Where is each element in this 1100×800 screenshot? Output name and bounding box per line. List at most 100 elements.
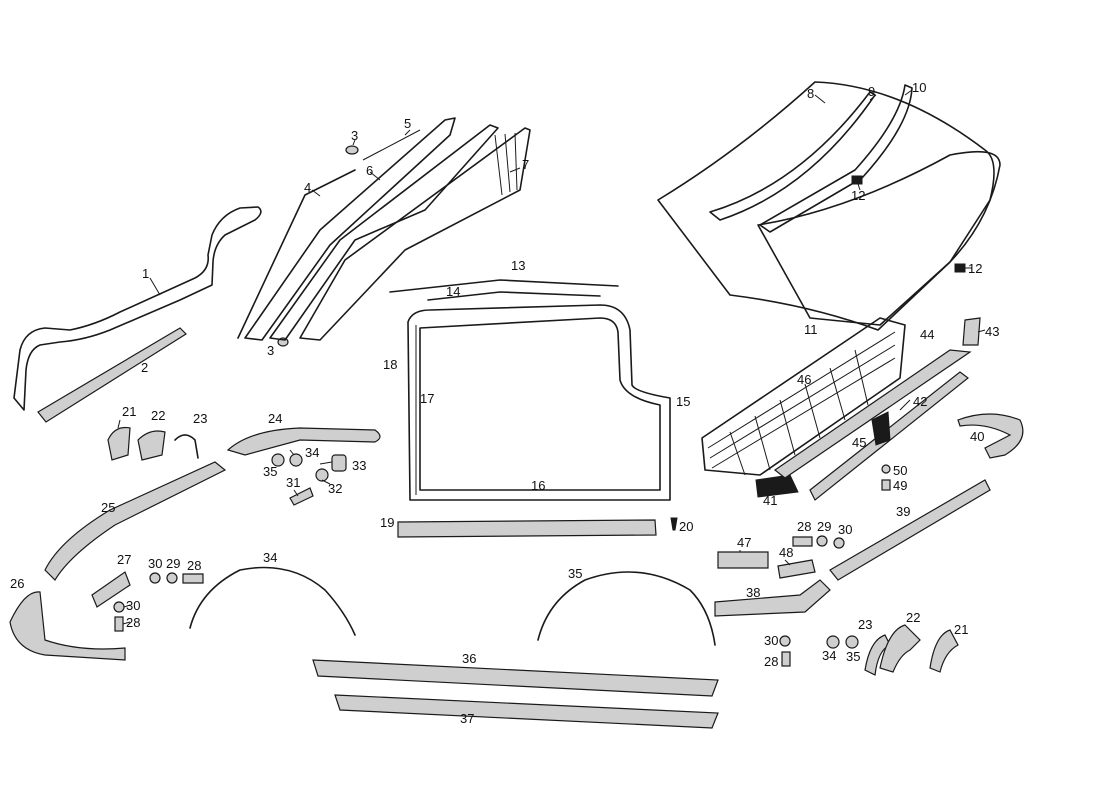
callout-32: 32	[328, 481, 342, 496]
callout-30d: 30	[764, 633, 778, 648]
part-30-washer-right	[833, 537, 845, 549]
callout-40: 40	[970, 429, 984, 444]
part-46-grille	[701, 317, 906, 476]
callout-12a: 12	[851, 188, 865, 203]
callout-49: 49	[893, 478, 907, 493]
part-29-nut	[166, 572, 178, 584]
part-37-moulding	[334, 694, 719, 729]
callout-18: 18	[383, 357, 397, 372]
part-8-windshield-glass	[657, 81, 995, 331]
part-12-clip-bottom	[954, 263, 966, 273]
part-24-bumper-end	[226, 427, 381, 456]
callout-20: 20	[679, 519, 693, 534]
callout-28a: 28	[187, 558, 201, 573]
callout-23: 23	[193, 411, 207, 426]
callout-42: 42	[913, 394, 927, 409]
part-25-bumper	[44, 461, 227, 581]
callout-5: 5	[404, 116, 411, 131]
callout-38: 38	[746, 585, 760, 600]
callout-30b: 30	[126, 598, 140, 613]
callout-28d: 28	[764, 654, 778, 669]
part-7-glass	[299, 127, 531, 341]
part-26-bumper-corner	[9, 591, 126, 661]
leader-lines	[117, 89, 986, 625]
part-48-bracket	[777, 559, 816, 579]
callout-22: 22	[151, 408, 165, 423]
callout-48: 48	[779, 545, 793, 560]
callout-19: 19	[380, 515, 394, 530]
part-28-bolt-lower	[114, 616, 124, 632]
part-10-seal	[759, 84, 913, 233]
callout-43: 43	[985, 324, 999, 339]
callout-11: 11	[804, 322, 818, 337]
callout-3b: 3	[267, 343, 274, 358]
part-22-bracket	[137, 430, 166, 461]
part-36-moulding	[312, 659, 719, 697]
part-22-bracket-right	[879, 624, 921, 673]
callout-23b: 23	[858, 617, 872, 632]
part-28-bolt-right-lower	[781, 651, 791, 667]
callout-35b: 35	[568, 566, 582, 581]
callout-10: 10	[912, 80, 926, 95]
callout-21: 21	[122, 404, 136, 419]
callout-22b: 22	[906, 610, 920, 625]
part-40-bumper-corner	[957, 413, 1024, 459]
callout-45: 45	[852, 435, 866, 450]
callout-4: 4	[304, 180, 311, 195]
callout-29b: 29	[817, 519, 831, 534]
part-47-rubber-buffer	[717, 551, 769, 569]
part-41-trim	[755, 474, 799, 498]
part-28-bolt	[182, 573, 204, 584]
part-30-washer	[149, 572, 161, 584]
part-4-frame	[237, 169, 356, 339]
callout-44: 44	[920, 327, 934, 342]
callout-9: 9	[868, 84, 875, 99]
callout-12b: 12	[968, 261, 982, 276]
part-30-washer-lower	[113, 601, 125, 613]
part-21-bracket-right	[929, 629, 959, 673]
callout-39: 39	[896, 504, 910, 519]
callout-41: 41	[763, 493, 777, 508]
callout-3a: 3	[351, 128, 358, 143]
part-1-window-seal	[13, 206, 262, 411]
part-44-trim	[773, 349, 972, 479]
callout-29a: 29	[166, 556, 180, 571]
part-29-nut-right	[816, 535, 828, 547]
part-3-clip-top	[345, 145, 359, 155]
part-45-emblem	[871, 411, 891, 446]
callout-21b: 21	[954, 622, 968, 637]
callout-50: 50	[893, 463, 907, 478]
part-28-bolt-right	[792, 536, 813, 547]
callout-47: 47	[737, 535, 751, 550]
part-38-bumper-corner	[714, 579, 831, 617]
part-34-wheel-arch-trim	[189, 566, 356, 636]
callout-37: 37	[460, 711, 474, 726]
part-27-bracket	[91, 571, 131, 608]
callout-34b: 34	[263, 550, 277, 565]
callout-8: 8	[807, 86, 814, 101]
part-31-bolt	[289, 487, 314, 506]
part-5-frame	[244, 117, 456, 341]
callout-25: 25	[101, 500, 115, 515]
callout-1: 1	[142, 266, 149, 281]
callout-24: 24	[268, 411, 282, 426]
part-14-trim	[427, 291, 601, 301]
part-39-bumper	[829, 479, 991, 581]
part-35-washer-right	[845, 635, 859, 649]
part-34-nut-right	[826, 635, 840, 649]
callout-6: 6	[366, 163, 373, 178]
callout-13: 13	[511, 258, 525, 273]
part-46-grille-slats	[707, 331, 896, 476]
callout-14: 14	[446, 284, 460, 299]
part-16-seal	[419, 317, 661, 491]
callout-27: 27	[117, 552, 131, 567]
callout-34a: 34	[305, 445, 319, 460]
callout-33: 33	[352, 458, 366, 473]
callout-17: 17	[420, 391, 434, 406]
part-18-seal	[407, 304, 671, 501]
callout-15: 15	[676, 394, 690, 409]
callout-31: 31	[286, 475, 300, 490]
callout-labels: 1 2 3 3 4 5 6 7 8 9 10 11 12 12 13 14 15…	[10, 80, 999, 726]
part-50-washer	[881, 464, 891, 474]
